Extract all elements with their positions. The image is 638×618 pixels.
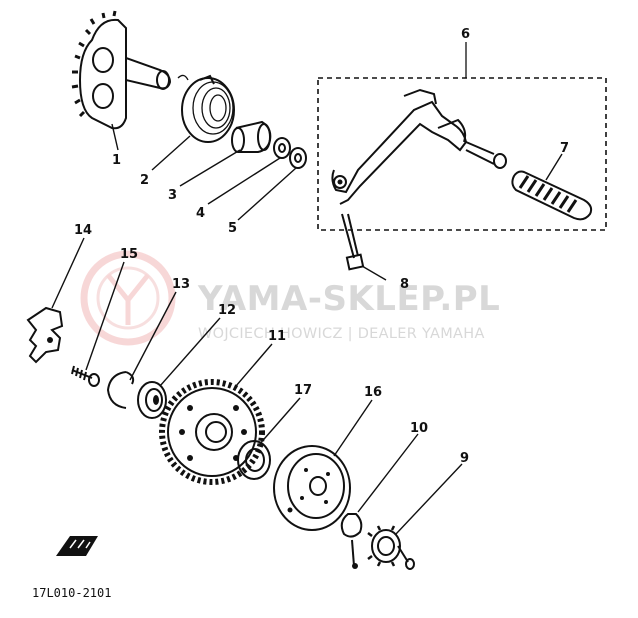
leader-lines bbox=[51, 123, 563, 535]
callout-6: 6 bbox=[461, 27, 470, 42]
part-11-idle-gear bbox=[159, 379, 265, 485]
part-15-screw bbox=[71, 365, 100, 387]
part-13-circlip bbox=[106, 371, 135, 409]
callout-17: 17 bbox=[294, 383, 312, 398]
part-6-kick-crank-group bbox=[317, 42, 607, 231]
part-9-bolt bbox=[367, 525, 415, 570]
callout-2: 2 bbox=[140, 173, 149, 188]
callout-16: 16 bbox=[364, 385, 382, 400]
part-14-ratchet-guide bbox=[26, 306, 64, 364]
part-1-kick-gear bbox=[71, 10, 189, 130]
yamaha-tuning-fork-logo-icon bbox=[80, 250, 176, 346]
diagram-code: 17L010-2101 bbox=[32, 586, 111, 600]
front-direction-icon bbox=[56, 536, 98, 556]
part-3-spacer bbox=[231, 120, 272, 153]
part-10-clip bbox=[340, 513, 363, 569]
callout-10: 10 bbox=[410, 421, 428, 436]
callout-12: 12 bbox=[218, 303, 236, 318]
part-2-spring bbox=[181, 74, 235, 143]
part-5-circlip bbox=[289, 147, 307, 169]
callout-4: 4 bbox=[196, 206, 205, 221]
callout-14: 14 bbox=[74, 223, 92, 238]
part-16-ratchet-wheel bbox=[273, 445, 351, 531]
callout-1: 1 bbox=[112, 153, 121, 168]
part-17-thrust-washer bbox=[237, 440, 271, 480]
callout-5: 5 bbox=[228, 221, 237, 236]
callout-11: 11 bbox=[268, 329, 286, 344]
callout-3: 3 bbox=[168, 188, 177, 203]
callout-7: 7 bbox=[560, 141, 569, 156]
part-4-washer bbox=[273, 137, 291, 159]
watermark-dealer: WOJCIECH HOWICZ | DEALER YAMAHA bbox=[198, 326, 485, 342]
callout-numbers: 1 2 3 4 5 6 7 8 9 10 11 12 13 14 15 16 1… bbox=[74, 27, 569, 466]
callout-8: 8 bbox=[400, 277, 409, 292]
callout-13: 13 bbox=[172, 277, 190, 292]
callout-9: 9 bbox=[460, 451, 469, 466]
part-8-bolt bbox=[341, 213, 365, 271]
callout-15: 15 bbox=[120, 247, 138, 262]
part-7-kick-rubber bbox=[511, 170, 593, 221]
part-12-washer bbox=[137, 381, 167, 419]
watermark-brand: YAMA-SKLEP.PL bbox=[197, 279, 500, 319]
dealer-watermark: YAMA-SKLEP.PL WOJCIECH HOWICZ | DEALER Y… bbox=[80, 250, 500, 346]
